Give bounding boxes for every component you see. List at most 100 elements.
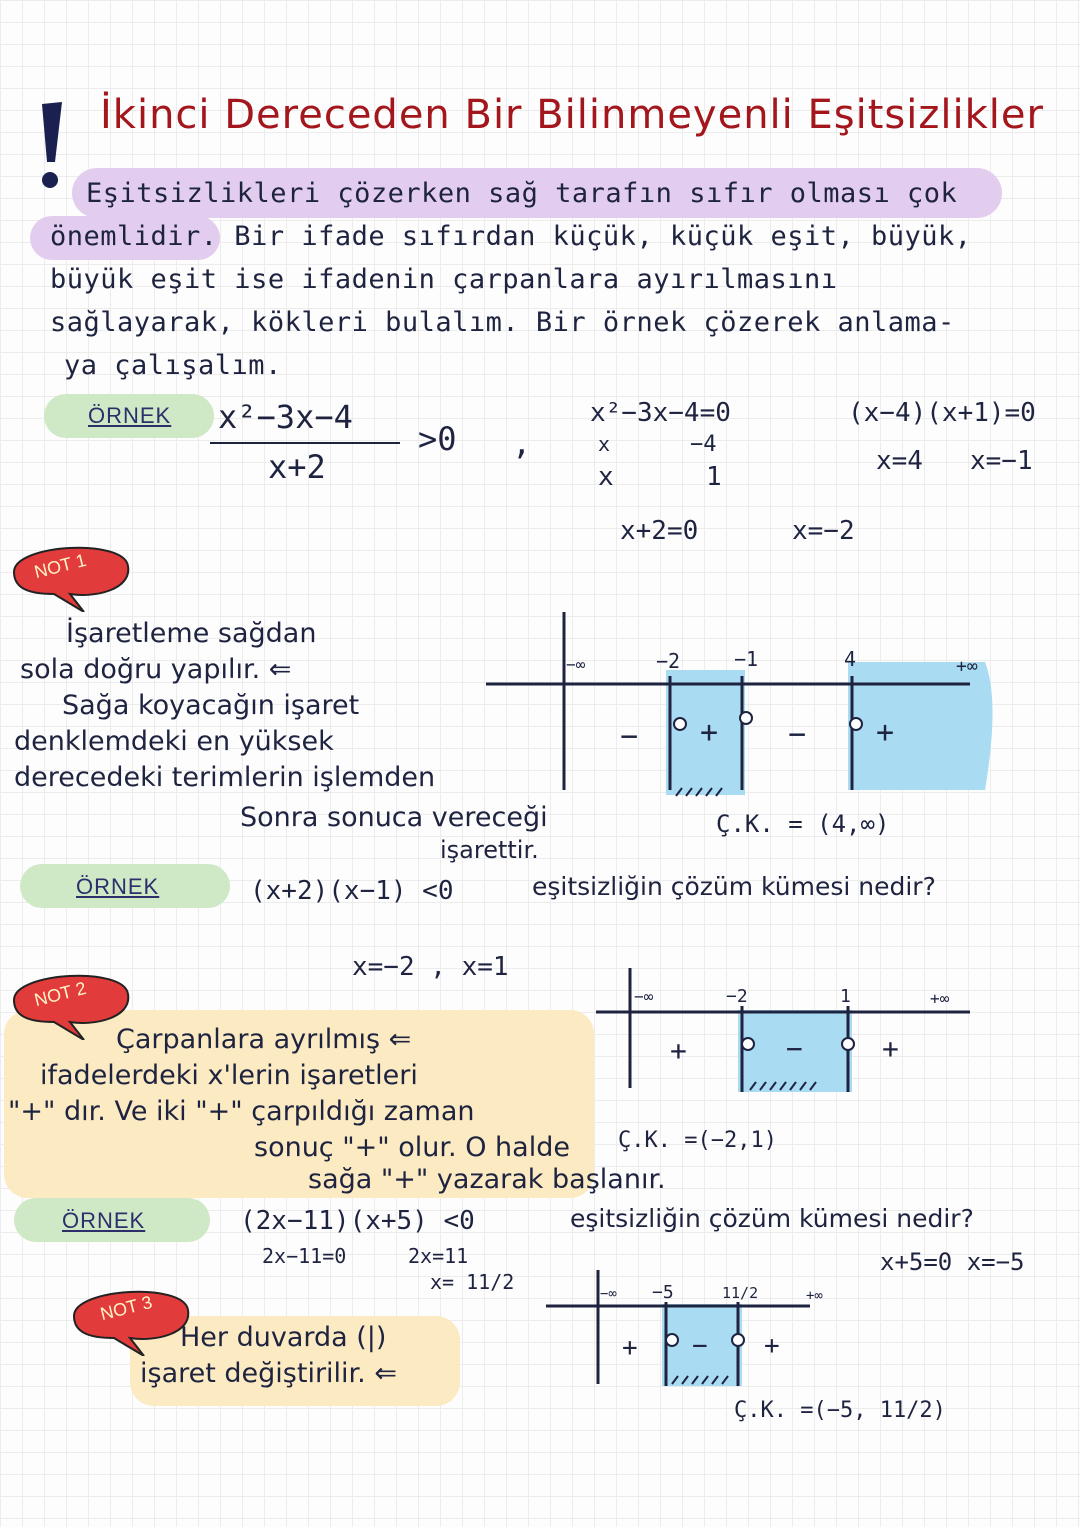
sign-label: − (786, 1032, 803, 1065)
tick-label: +∞ (956, 656, 978, 677)
sign-label: + (670, 1034, 687, 1067)
cross-row-1a: x (598, 432, 611, 456)
example-1-relation: >0 (418, 420, 457, 458)
tick-label: 1 (840, 986, 851, 1007)
tick-label: −5 (652, 1282, 674, 1303)
open-point (841, 1037, 855, 1051)
interval-fill (666, 670, 745, 795)
root-a: x=4 (876, 446, 923, 476)
note-2-highlight (4, 1010, 594, 1198)
intro-highlight-2 (30, 216, 220, 260)
interval-fill (848, 662, 993, 790)
example-2-question: eşitsizliğin çözüm kümesi nedir? (532, 872, 936, 901)
example-3-step: 2x−11=0 (262, 1244, 347, 1268)
sign-label: − (788, 717, 806, 752)
intro-line: sağlayarak, kökleri bulalım. Bir örnek ç… (50, 307, 955, 338)
cross-row-2a: x (598, 462, 614, 492)
note-1-line: Sonra sonuca vereceği (240, 802, 548, 833)
note-1-line: derecedeki terimlerin işlemden (14, 762, 436, 793)
example-3-badge (14, 1198, 210, 1242)
example-3-inequality: (2x−11)(x+5) <0 (240, 1206, 475, 1236)
tick-label: −1 (734, 647, 758, 671)
note-1-bubble-icon (12, 546, 130, 612)
note-1-line: Sağa koyacağın işaret (62, 690, 360, 721)
example-3-label: ÖRNEK (62, 1208, 146, 1233)
solution-3: Ç.K. =(−5, 11/2) (734, 1398, 946, 1423)
tick-label: −2 (656, 649, 680, 673)
intro-highlight (72, 168, 1002, 218)
example-1-badge (44, 394, 214, 438)
hatch-mark (675, 787, 723, 797)
example-3-question: eşitsizliğin çözüm kümesi nedir? (570, 1204, 974, 1233)
fraction-bar (210, 442, 400, 444)
sign-label: − (620, 719, 638, 754)
sign-chart-2: −∞ −2 1 +∞ + − + (596, 968, 970, 1092)
tick-label: +∞ (930, 989, 950, 1008)
intro-line: ya çalışalım. (64, 350, 282, 381)
tick-label: −∞ (600, 1286, 617, 1302)
page-title: İkinci Dereceden Bir Bilinmeyenli Eşitsi… (100, 92, 1044, 138)
note-2-line: "+" dır. Ve iki "+" çarpıldığı zaman (8, 1096, 475, 1127)
interval-fill (662, 1304, 742, 1386)
example-1-label: ÖRNEK (88, 403, 172, 428)
note-1-line: işarettir. (440, 836, 539, 864)
sign-label: + (700, 715, 718, 750)
open-point (665, 1333, 679, 1347)
note-3-bubble-icon (72, 1290, 190, 1356)
note-2-line: sağa "+" yazarak başlanır. (308, 1164, 666, 1195)
example-2-label: ÖRNEK (76, 874, 160, 899)
note-1-line: denklemdeki en yüksek (14, 726, 334, 757)
sign-label: + (876, 715, 894, 750)
open-point (739, 711, 753, 725)
open-point (731, 1333, 745, 1347)
example-1-denominator: x+2 (268, 448, 326, 486)
open-point (673, 717, 687, 731)
factored-form: (x−4)(x+1)=0 (848, 398, 1036, 428)
hatch-mark (749, 1081, 817, 1091)
note-2-line: ifadelerdeki x'lerin işaretleri (40, 1060, 418, 1091)
example-1-comma: , (512, 424, 532, 462)
example-1-numerator: x²−3x−4 (218, 398, 353, 436)
example-3-step: x= 11/2 (430, 1270, 515, 1294)
note-2-line: Çarpanlara ayrılmış ⇐ (116, 1024, 412, 1055)
note-3-line: Her duvarda (|) (180, 1322, 387, 1353)
sign-chart-1: −∞ −2 −1 4 +∞ − + − + (486, 612, 993, 797)
equation-1: x²−3x−4=0 (590, 398, 731, 428)
example-2-badge (20, 864, 230, 908)
note-3-line: işaret değiştirilir. ⇐ (140, 1358, 397, 1389)
root-b: x=−1 (970, 446, 1033, 476)
tick-label: 4 (844, 647, 856, 671)
example-2-inequality: (x+2)(x−1) <0 (250, 876, 454, 906)
example-3-step: 2x=11 (408, 1244, 469, 1268)
tick-label: −∞ (566, 655, 586, 674)
note-1-line: sola doğru yapılır. ⇐ (20, 654, 292, 685)
note-2-line: sonuç "+" olur. O halde (254, 1132, 570, 1163)
sign-chart-3: −∞ −5 11/2 +∞ + − + (546, 1270, 823, 1386)
open-point (849, 717, 863, 731)
cross-row-1b: −4 (690, 432, 717, 457)
note-3-highlight (130, 1316, 460, 1406)
intro-line: büyük eşit ise ifadenin çarpanlara ayırı… (50, 264, 838, 295)
solution-1: Ç.K. = (4,∞) (716, 810, 890, 838)
tick-label: −2 (726, 986, 748, 1007)
sign-label: + (622, 1333, 638, 1363)
interval-fill (738, 1010, 852, 1092)
intro-line: Eşitsizlikleri çözerken sağ tarafın sıfı… (86, 178, 958, 209)
sign-label: + (764, 1331, 780, 1361)
example-3-step: x+5=0 x=−5 (880, 1248, 1025, 1276)
open-point (741, 1037, 755, 1051)
intro-paragraph: Eşitsizlikleri çözerken sağ tarafın sıfı… (50, 172, 1050, 387)
tick-label: +∞ (806, 1288, 823, 1304)
example-2-roots: x=−2 , x=1 (352, 952, 509, 982)
note-1-line: İşaretleme sağdan (66, 618, 317, 649)
note-2-bubble-icon (12, 974, 130, 1040)
denominator-root: x=−2 (792, 516, 855, 546)
sign-label: − (692, 1331, 708, 1361)
tick-label: 11/2 (722, 1284, 758, 1302)
intro-line: önemlidir. Bir ifade sıfırdan küçük, küç… (50, 221, 972, 252)
sign-label: + (882, 1032, 899, 1065)
tick-label: −∞ (634, 987, 654, 1006)
cross-row-2b: 1 (706, 462, 722, 492)
exclamation-icon (42, 102, 62, 188)
solution-2: Ç.K. =(−2,1) (618, 1128, 777, 1153)
